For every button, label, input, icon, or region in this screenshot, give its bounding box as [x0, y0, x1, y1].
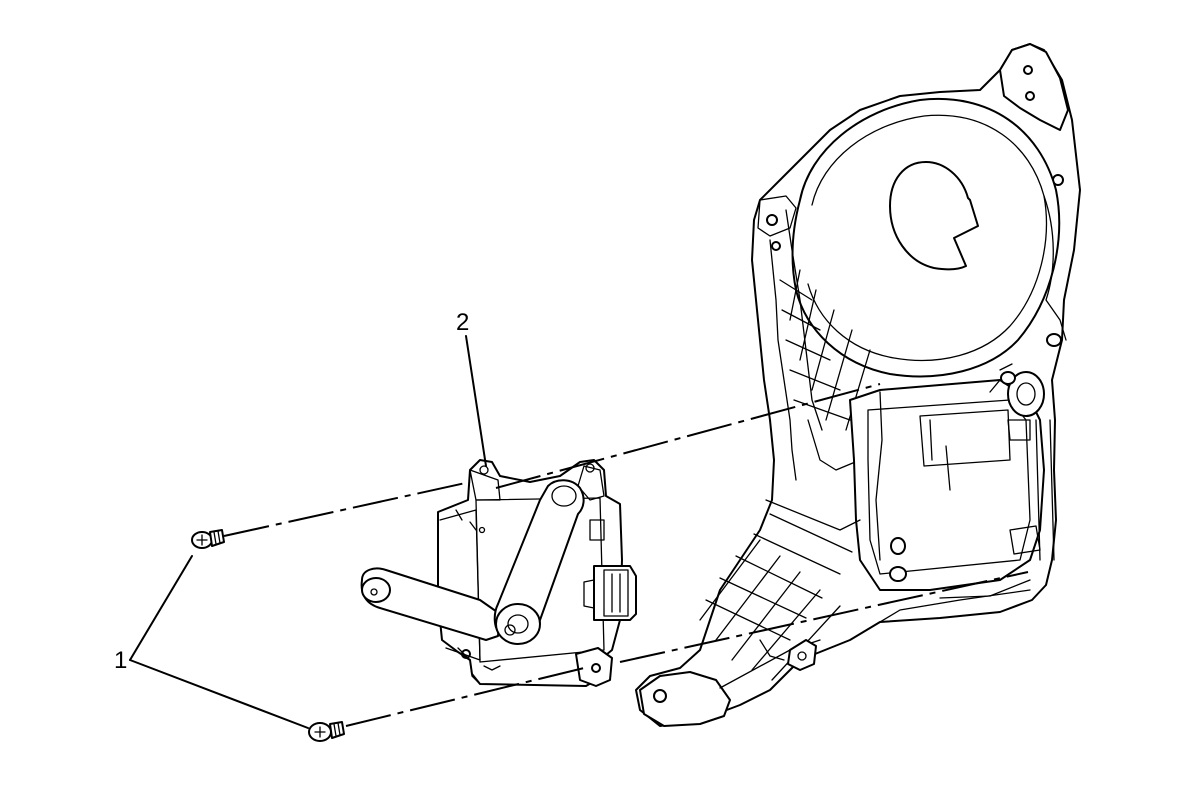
- housing-rib-lattice: [779, 269, 871, 471]
- callout-2-leader: [465, 335, 487, 467]
- housing-bottom-lattice: [699, 499, 861, 681]
- hvac-case-housing: [635, 43, 1081, 727]
- lower-screw: [308, 721, 345, 742]
- actuator: [360, 459, 637, 687]
- callout-label-1: 1: [114, 647, 127, 674]
- alignment-lines: [223, 383, 1029, 727]
- callout-1-leader: [129, 555, 309, 729]
- upper-screw: [191, 529, 225, 549]
- callout-label-2: 2: [456, 309, 469, 336]
